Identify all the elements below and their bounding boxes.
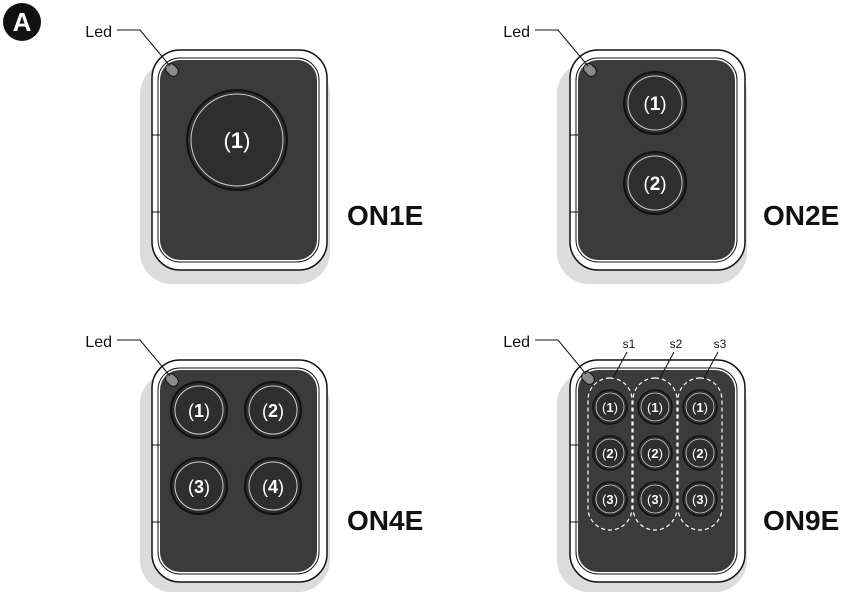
model-label-on1e: ON1E <box>347 200 424 231</box>
button-label: (1) <box>692 400 708 415</box>
remote-button[interactable]: (2) <box>244 381 302 439</box>
remote-button[interactable]: (3) <box>592 481 628 517</box>
button-label: (1) <box>224 128 251 153</box>
button-label: (1) <box>647 400 663 415</box>
button-label: (2) <box>643 174 666 195</box>
led-label: Led <box>85 334 112 351</box>
group-label-s3: s3 <box>714 337 727 351</box>
button-label: (2) <box>602 446 618 461</box>
led-label: Led <box>85 24 112 41</box>
model-label-on2e: ON2E <box>763 200 840 231</box>
led-leader <box>117 29 171 67</box>
group-leader <box>703 351 719 379</box>
button-group-outline-s1 <box>587 377 633 531</box>
model-label-on4e: ON4E <box>347 505 424 536</box>
remote-on2e: Led (1) (2) <box>503 24 747 284</box>
remote-on4e: Led (1) (2) (3) (4) <box>85 334 330 592</box>
button-label: (2) <box>647 446 663 461</box>
group-label-s1: s1 <box>623 337 636 351</box>
remote-button[interactable]: (3) <box>637 481 673 517</box>
remote-button[interactable]: (1) <box>170 381 228 439</box>
button-label: (1) <box>643 94 666 115</box>
button-label: (4) <box>262 477 284 497</box>
button-group-outline-s3 <box>677 377 723 531</box>
remote-button[interactable]: (3) <box>682 481 718 517</box>
button-label: (3) <box>692 492 708 507</box>
remote-button[interactable]: (1) <box>623 71 687 135</box>
figure-label-badge: A <box>3 3 41 41</box>
model-label-on9e: ON9E <box>763 505 840 536</box>
button-label: (1) <box>602 400 618 415</box>
button-label: (3) <box>188 477 210 497</box>
remote-button[interactable]: (3) <box>170 457 228 515</box>
group-leader <box>612 351 628 379</box>
led-indicator <box>165 63 179 77</box>
led-indicator <box>165 373 179 387</box>
button-group-outline-s2 <box>632 377 678 531</box>
remote-on9e: Led s1 s2 s3 (1) (2) <box>503 334 747 592</box>
remote-button[interactable]: (2) <box>623 151 687 215</box>
led-indicator <box>581 371 595 385</box>
button-label: (2) <box>692 446 708 461</box>
remote-on1e: Led (1) <box>85 24 330 284</box>
button-label: (3) <box>602 492 618 507</box>
button-label: (3) <box>647 492 663 507</box>
remote-button[interactable]: (1) <box>637 389 673 425</box>
remote-button[interactable]: (2) <box>637 435 673 471</box>
remote-button[interactable]: (1) <box>682 389 718 425</box>
led-label: Led <box>503 334 530 351</box>
button-label: (1) <box>188 401 210 421</box>
button-label: (2) <box>262 401 284 421</box>
group-leader <box>659 351 675 379</box>
group-label-s2: s2 <box>670 337 683 351</box>
remote-button[interactable]: (2) <box>592 435 628 471</box>
remote-button[interactable]: (1) <box>592 389 628 425</box>
led-indicator <box>583 63 597 77</box>
remote-button[interactable]: (4) <box>244 457 302 515</box>
led-label: Led <box>503 24 530 41</box>
remote-button[interactable]: (2) <box>682 435 718 471</box>
remote-button[interactable]: (1) <box>186 89 288 191</box>
